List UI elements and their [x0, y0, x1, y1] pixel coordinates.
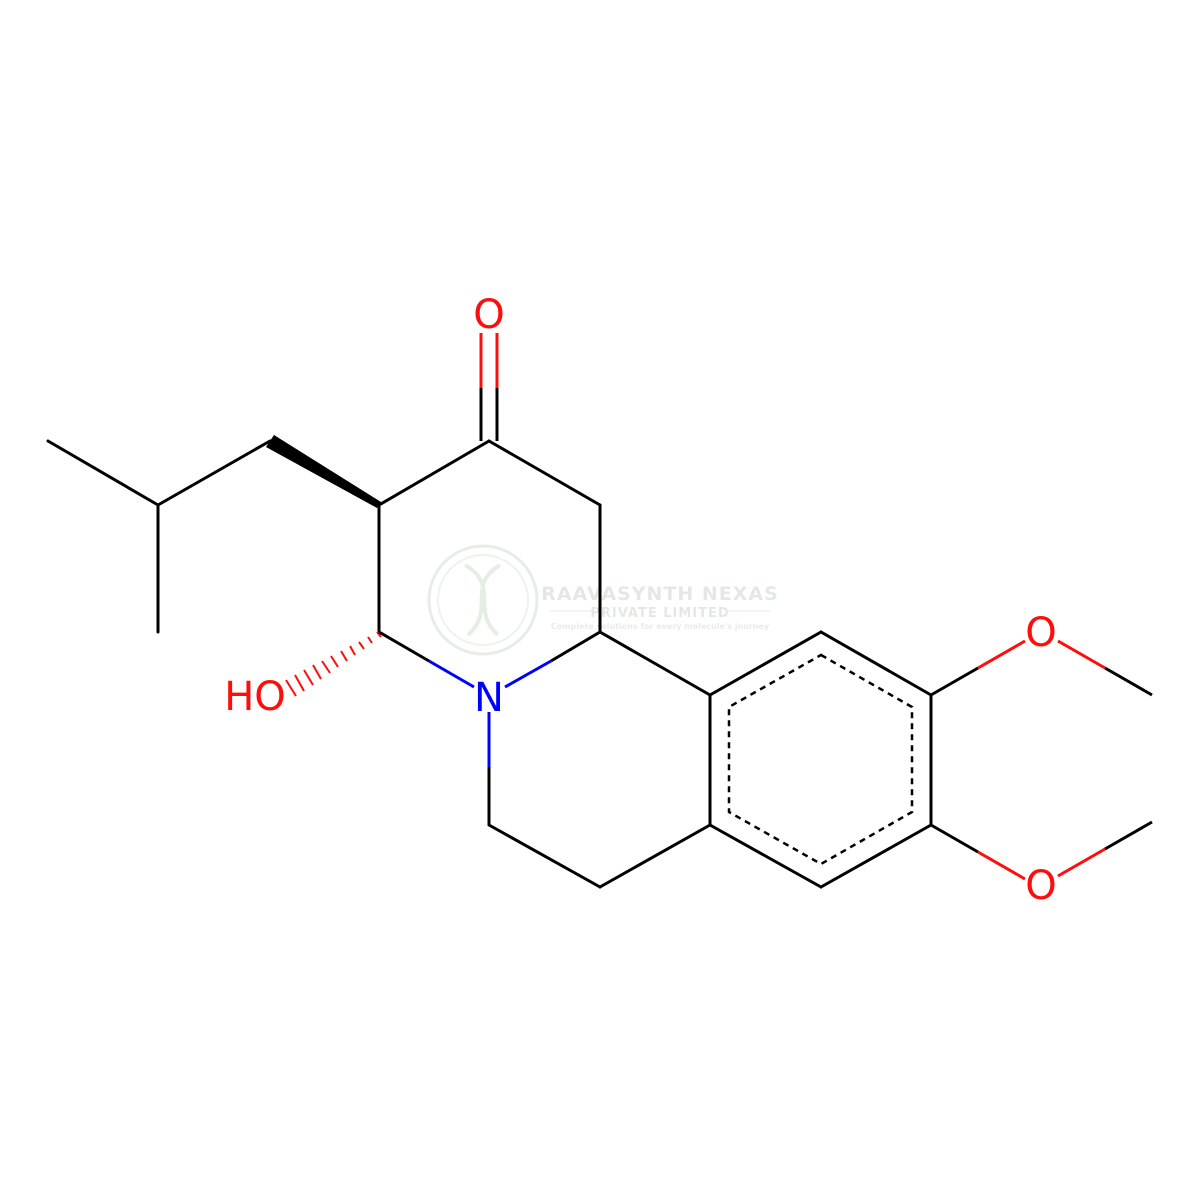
- bond-c11b-n-b: [504, 659, 552, 689]
- bond-methyl-branch: [46, 439, 160, 507]
- bond-ar-omethyl-lower-a: [930, 823, 979, 854]
- bond-omethyl-lower-c-b: [1104, 820, 1153, 851]
- bond-omethyl-upper-c-a: [1057, 639, 1106, 670]
- wedge-bond-isobutyl: [266, 435, 381, 508]
- atom-hydroxyl: HO: [224, 674, 286, 720]
- bond-ar-4: [819, 823, 933, 889]
- hash-bond-hydroxyl: [285, 631, 382, 697]
- bond-ar-2: [819, 630, 933, 697]
- atom-carbonyl-oxygen: O: [473, 292, 504, 338]
- bond-omethyl-lower-c-a: [1057, 847, 1106, 878]
- bond-c11b-c11a: [598, 630, 712, 697]
- atom-methoxy-oxygen-upper: O: [1025, 610, 1056, 656]
- bond-c11b-n-a: [550, 630, 601, 663]
- atom-nitrogen: N: [474, 675, 504, 721]
- aromatic-ring-dashes: [727, 653, 914, 866]
- bond-ar-omethyl-upper-a: [930, 666, 979, 697]
- watermark-subtitle: PRIVATE LIMITED: [590, 606, 729, 621]
- bond-isobutyl-ch2: [156, 439, 272, 507]
- watermark-company: RAAVASYNTH NEXAS: [541, 583, 779, 605]
- bond-c4-n-b: [428, 659, 475, 689]
- watermark-tagline: Complete solutions for every molecule's …: [551, 622, 770, 631]
- bond-c4-n-a: [378, 630, 430, 663]
- bond-ar-5: [708, 823, 823, 889]
- watermark: RAAVASYNTH NEXAS PRIVATE LIMITED Complet…: [427, 544, 779, 656]
- bond-omethyl-upper-c-b: [1104, 666, 1153, 697]
- bond-ar-1: [708, 630, 823, 697]
- bond-ar-omethyl-upper-b: [977, 639, 1026, 670]
- bond-c6-c7: [487, 823, 602, 889]
- bond-c2-c1: [487, 439, 602, 507]
- watermark-dna-icon: [463, 563, 502, 637]
- bond-ar-omethyl-lower-b: [977, 850, 1026, 881]
- bond-c7-c7a: [598, 823, 712, 889]
- watermark-logo-inner-ring: [437, 554, 529, 646]
- atom-methoxy-oxygen-lower: O: [1025, 863, 1056, 909]
- watermark-logo-ring: [427, 544, 539, 656]
- bond-c3-c2: [377, 439, 491, 507]
